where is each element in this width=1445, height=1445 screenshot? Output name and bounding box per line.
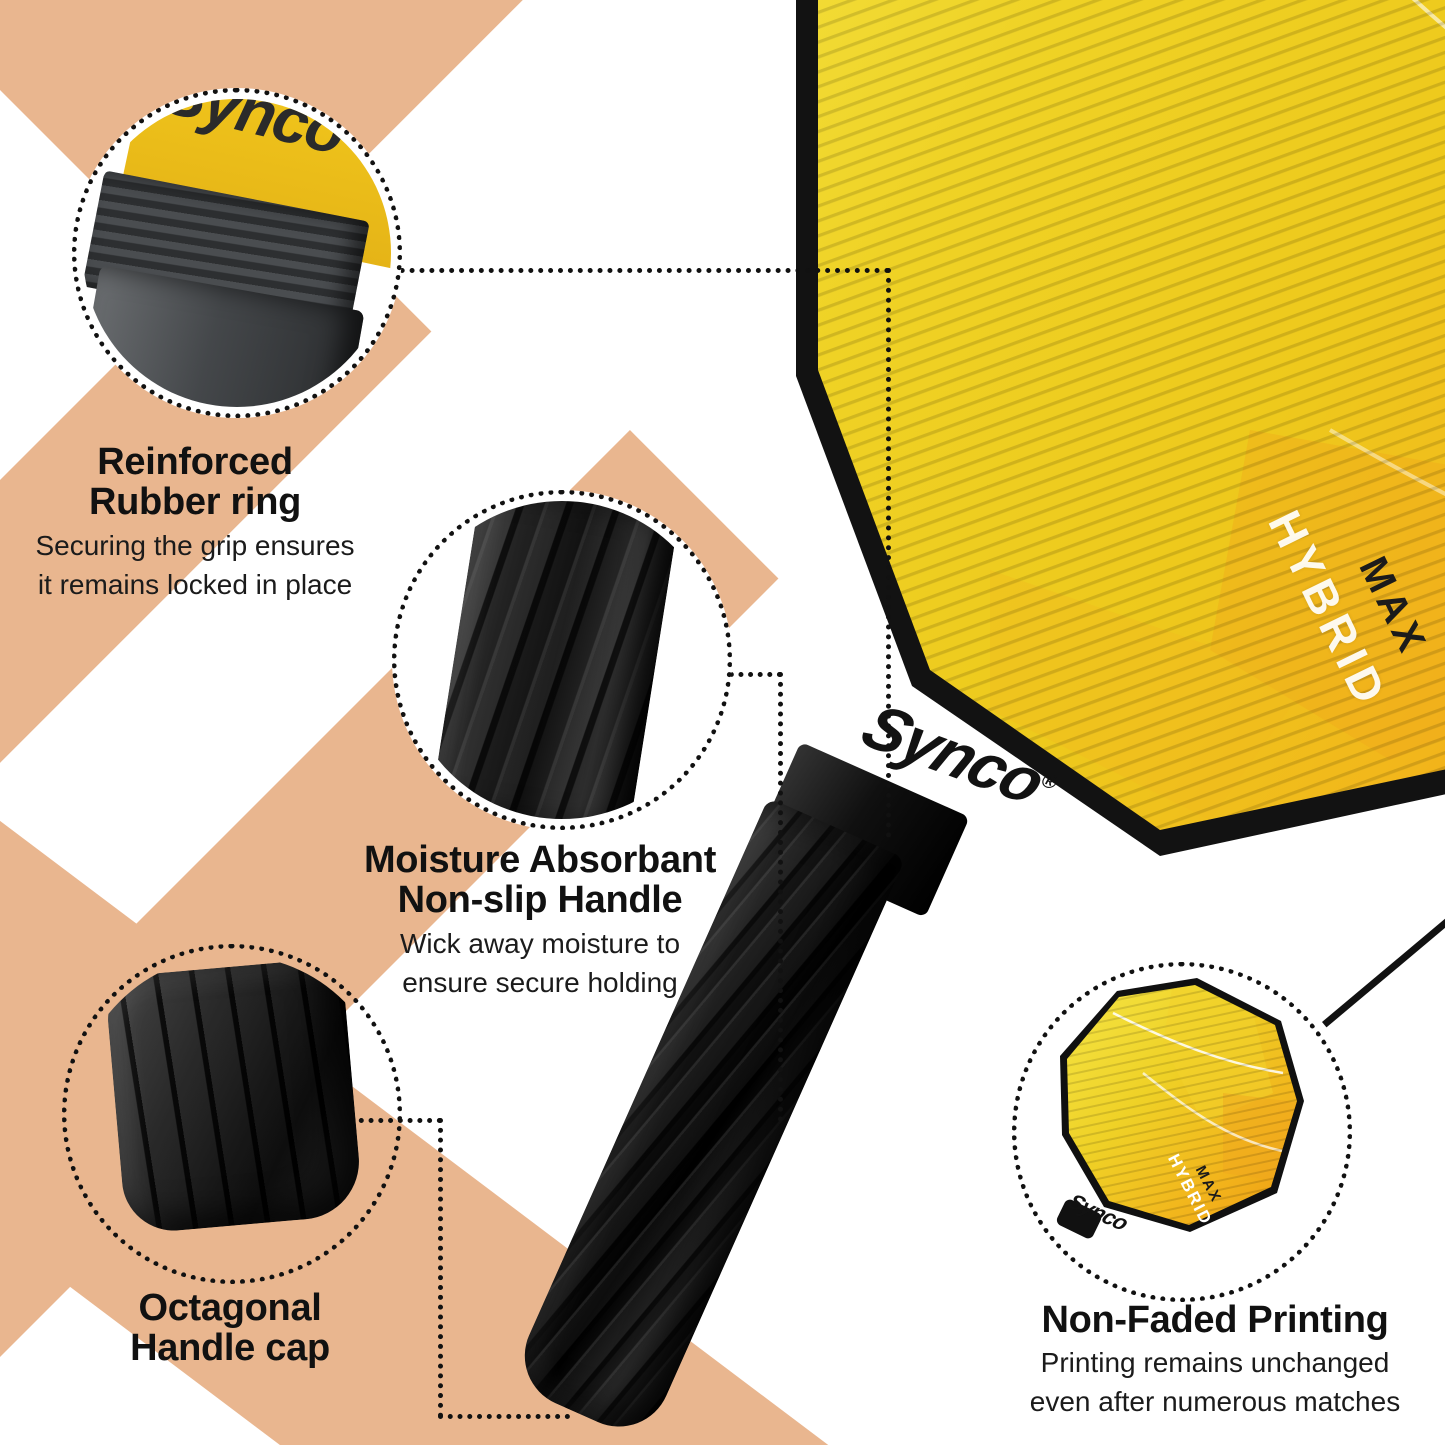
callout-sub-printing-line1: Printing remains unchanged [1040, 1347, 1390, 1379]
rubber-ring-brand-text: Synco [157, 99, 352, 169]
connector-rubber-ring-horizontal [370, 268, 890, 273]
callout-title-handle-line1: Moisture Absorbant [363, 839, 717, 881]
callout-title-handle-line2: Non-slip Handle [397, 879, 683, 922]
callout-sub-printing-line2: even after numerous matches [1029, 1386, 1401, 1418]
connector-rubber-ring-vertical [886, 268, 891, 838]
connector-cap-horizontal-bottom [438, 1414, 570, 1419]
grip-closeup [430, 501, 680, 819]
callout-title-rubber-ring-line2: Rubber ring [88, 481, 302, 524]
paddle-face-svg [796, 0, 1445, 856]
connector-handle-horizontal [700, 672, 782, 677]
callout-title-rubber-ring-line1: Reinforced [97, 441, 293, 483]
callout-sub-handle-line2: ensure secure holding [402, 966, 678, 998]
callout-circle-rubber-ring: Synco [72, 88, 402, 418]
connector-handle-vertical [778, 672, 783, 1122]
callout-circle-non-faded-printing: HYBRID MAX Synco [1012, 962, 1352, 1302]
callout-text-handle-cap: Octagonal Handle cap [40, 1288, 420, 1369]
connector-cap-vertical [438, 1118, 443, 1418]
callout-text-rubber-ring: Reinforced Rubber ring Securing the grip… [0, 442, 390, 601]
inset-paddle-svg [1023, 978, 1304, 1268]
callout-sub-rubber-ring-line1: Securing the grip ensures [35, 529, 355, 561]
callout-title-printing-line1: Non-Faded Printing [1041, 1299, 1389, 1341]
octagonal-cap-closeup [104, 957, 364, 1235]
callout-title-cap-line2: Handle cap [130, 1327, 330, 1370]
callout-text-non-faded-printing: Non-Faded Printing Printing remains unch… [1000, 1300, 1430, 1418]
pickleball-paddle: HYBRID MAX Synco® [690, 0, 1445, 930]
callout-sub-rubber-ring-line2: it remains locked in place [37, 568, 353, 600]
callout-sub-handle-line1: Wick away moisture to [399, 927, 681, 959]
callout-circle-non-slip-handle [392, 490, 732, 830]
callout-circle-handle-cap [62, 944, 402, 1284]
callout-text-non-slip-handle: Moisture Absorbant Non-slip Handle Wick … [330, 840, 750, 999]
callout-title-cap-line1: Octagonal [138, 1287, 322, 1329]
